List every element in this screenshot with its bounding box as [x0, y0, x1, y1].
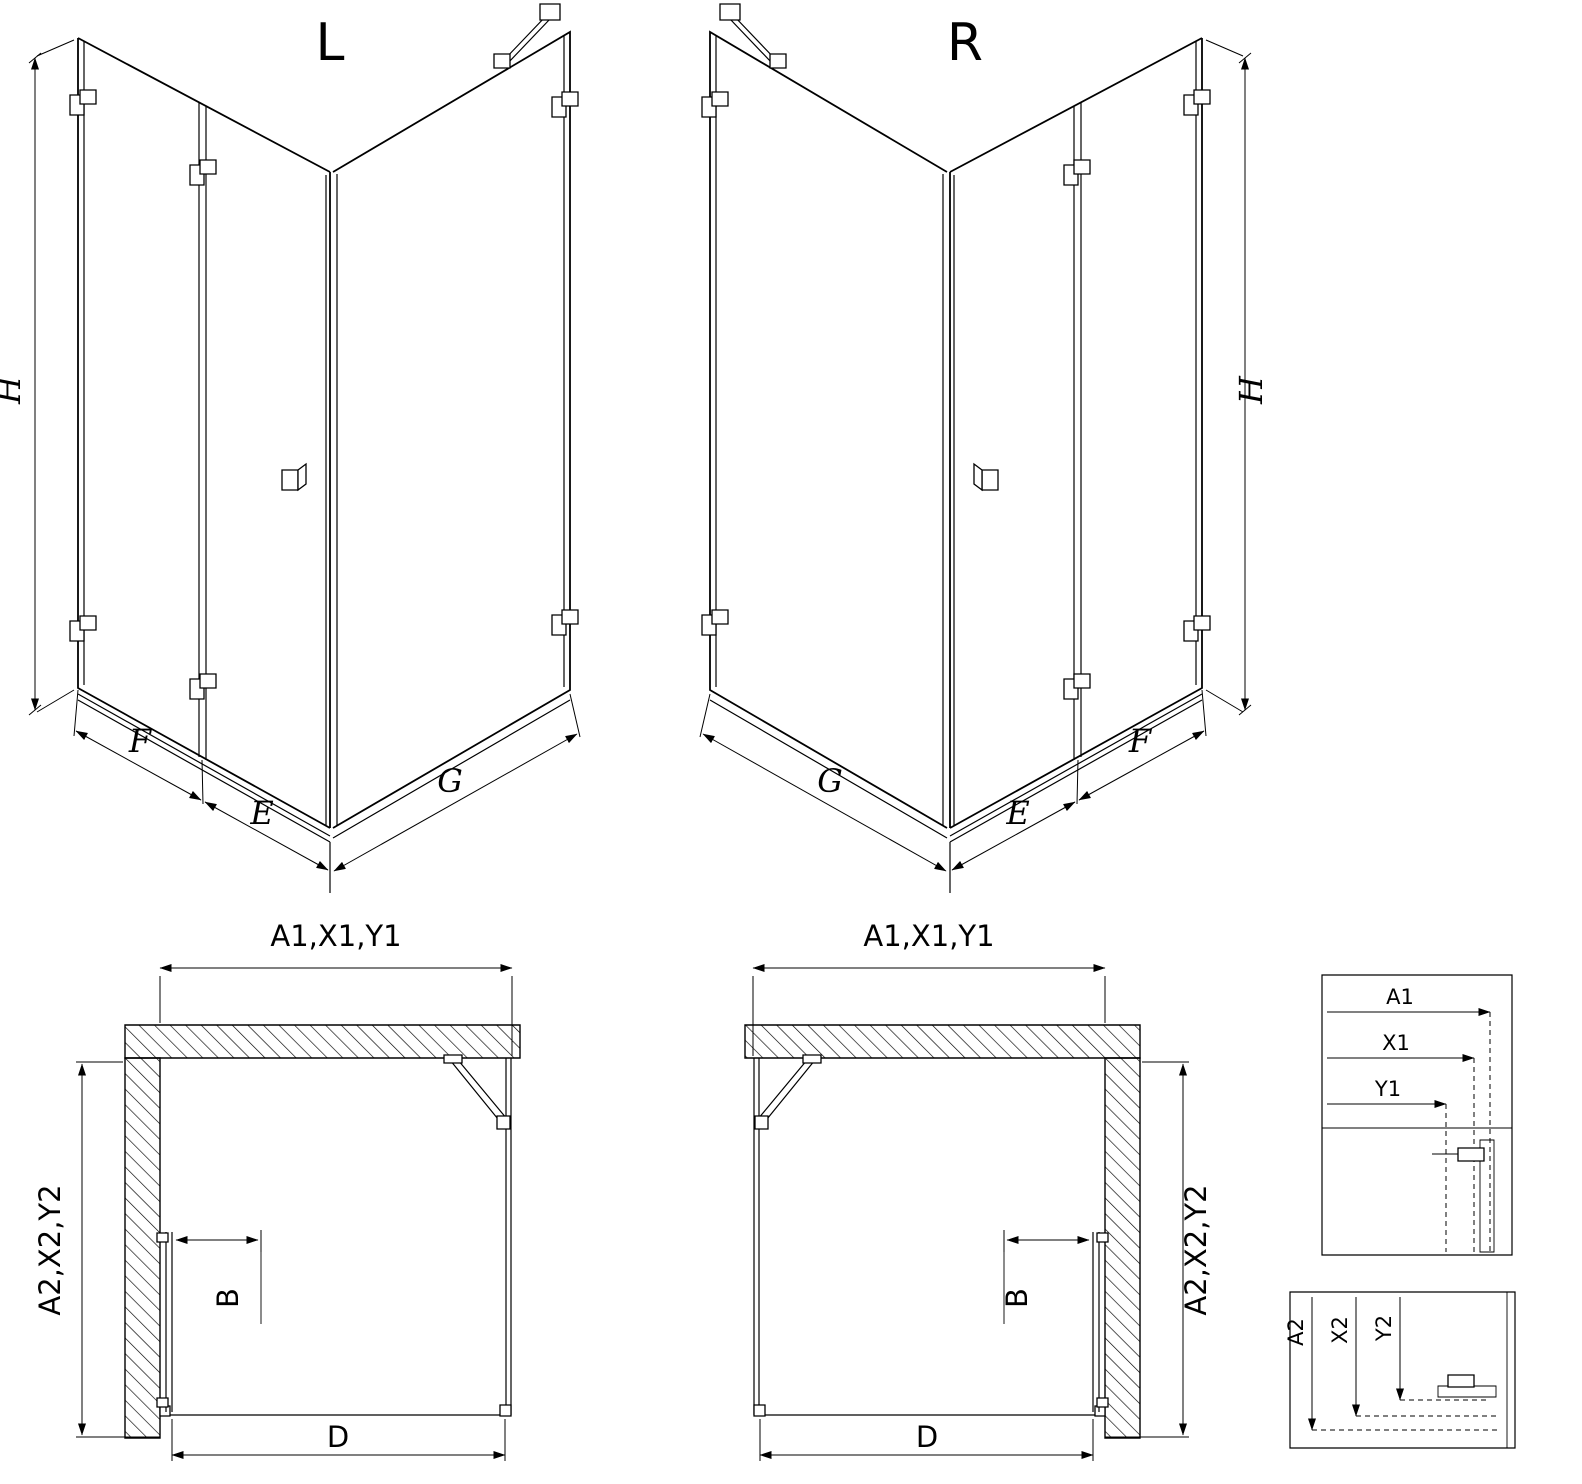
plan-view-left: A1,X1,Y1 B — [33, 919, 520, 1461]
variant-label-right: R — [947, 13, 983, 73]
plan-right-support-brace — [755, 1055, 821, 1129]
iso-right-ceiling-support-bar — [720, 4, 786, 68]
plan-left-glass — [160, 1058, 511, 1416]
plan-left-top-dim-label: A1,X1,Y1 — [270, 919, 401, 953]
dim-label-f-right: F — [1128, 722, 1153, 760]
detail-a1-label: A1 — [1386, 985, 1414, 1009]
detail-x2-label: X2 — [1328, 1316, 1352, 1344]
dim-label-h-right: H — [1232, 375, 1270, 405]
plan-right-door-dim-label: B — [1000, 1288, 1034, 1308]
plan-right-bottom-dimension: D — [759, 1419, 1094, 1461]
dim-label-g-right: G — [817, 762, 843, 800]
iso-left-height-dimension: H — [0, 40, 74, 715]
plan-left-side-dim-label: A2,X2,Y2 — [33, 1184, 67, 1315]
iso-left-tray — [78, 694, 570, 893]
plan-right-door-dimension: B — [1000, 1230, 1090, 1324]
iso-view-right: R — [700, 4, 1270, 893]
dim-label-h-left: H — [0, 375, 28, 405]
variant-label-left: L — [316, 13, 345, 73]
detail-y2-label: Y2 — [1372, 1315, 1396, 1342]
iso-right-door-handle — [974, 464, 998, 490]
iso-left-ceiling-support-bar — [494, 4, 560, 68]
plan-left-support-brace — [444, 1055, 510, 1129]
iso-right-height-dimension: H — [1206, 40, 1270, 715]
detail-top-profile — [1432, 1140, 1494, 1252]
plan-left-walls — [125, 1025, 520, 1438]
iso-left-hinges — [69, 89, 579, 700]
iso-right-hinges — [701, 89, 1211, 700]
plan-right-side-dim-label: A2,X2,Y2 — [1179, 1184, 1213, 1315]
dim-label-e-right: E — [1005, 794, 1029, 832]
iso-right-glass-walls — [710, 32, 1202, 828]
plan-right-bottom-dim-label: D — [916, 1420, 938, 1454]
iso-left-bottom-dimensions: F E G — [74, 690, 580, 875]
plan-right-open-door — [1093, 1232, 1108, 1412]
plan-left-open-door — [157, 1232, 172, 1412]
plan-right-walls — [745, 1025, 1140, 1438]
detail-y1-label: Y1 — [1374, 1077, 1401, 1101]
plan-left-door-dimension: B — [175, 1230, 261, 1324]
plan-left-bottom-dimension: D — [171, 1419, 506, 1461]
dim-label-e-left: E — [249, 794, 273, 832]
plan-left-bottom-dim-label: D — [327, 1420, 349, 1454]
iso-left-door-handle — [282, 464, 306, 490]
detail-x1-label: X1 — [1382, 1031, 1410, 1055]
plan-left-side-dimension: A2,X2,Y2 — [33, 1062, 160, 1437]
iso-left-glass-walls — [78, 32, 570, 828]
plan-right-glass — [754, 1058, 1105, 1416]
detail-horizontal-dims: A1 X1 Y1 — [1322, 975, 1512, 1255]
plan-view-right: A1,X1,Y1 B — [745, 919, 1213, 1461]
plan-left-door-dim-label: B — [211, 1288, 245, 1308]
detail-bottom-profile — [1438, 1375, 1496, 1397]
iso-right-bottom-dimensions: F E G — [700, 690, 1206, 875]
plan-right-side-dimension: A2,X2,Y2 — [1105, 1062, 1213, 1437]
plan-right-top-dim-label: A1,X1,Y1 — [863, 919, 994, 953]
detail-a2-label: A2 — [1284, 1318, 1308, 1346]
dim-label-f-left: F — [128, 722, 153, 760]
detail-vertical-dims: A2 X2 Y2 — [1284, 1292, 1515, 1448]
iso-view-left: L — [0, 4, 580, 893]
iso-right-tray — [710, 694, 1202, 893]
dim-label-g-left: G — [437, 762, 463, 800]
